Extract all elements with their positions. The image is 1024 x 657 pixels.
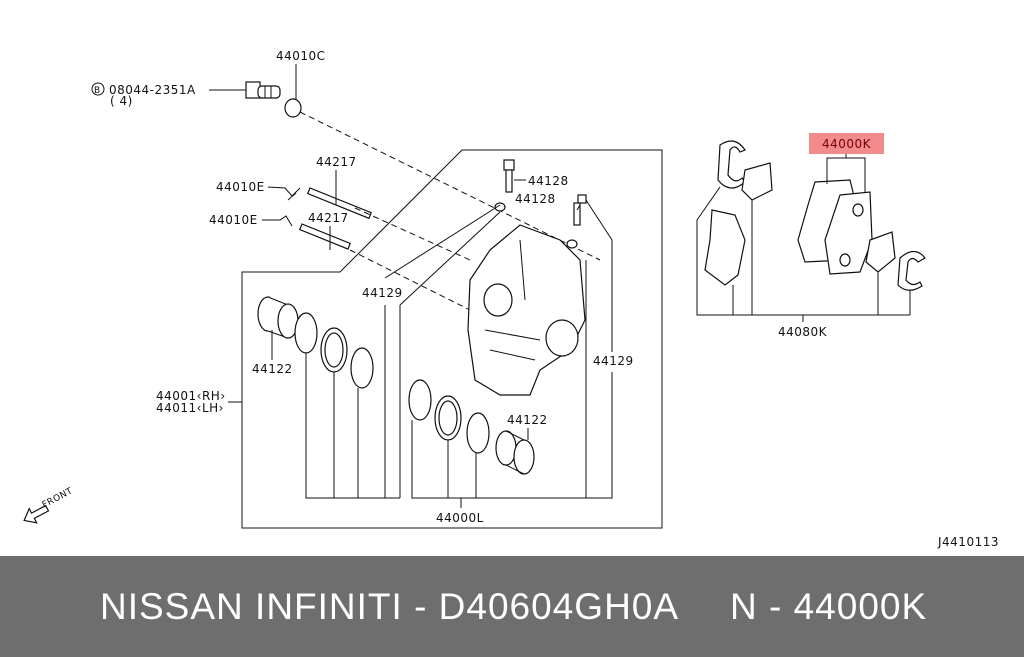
- anti-rattle-spring: [704, 209, 746, 286]
- label-pad-kit[interactable]: 44000K: [822, 137, 872, 151]
- guide-pin-upper: [306, 187, 372, 220]
- label-washer: 44010C: [276, 49, 326, 63]
- label-bleeder-upper: 44128: [528, 174, 569, 188]
- footer-part-number: N - 44000K: [730, 585, 928, 627]
- label-seal-kit: 44000L: [436, 511, 484, 525]
- seal-ring: [294, 312, 318, 354]
- guide-pin-lower: [298, 223, 351, 250]
- bolt-part: [245, 81, 281, 99]
- shim: [865, 231, 896, 273]
- drawing-id: J4410113: [937, 535, 999, 549]
- label-cap-left: 44129: [362, 286, 403, 300]
- caliper-body: [467, 224, 586, 396]
- label-bolt-qty: ( 4): [110, 94, 133, 108]
- piston-left: [257, 296, 299, 339]
- label-piston-right: 44122: [507, 413, 548, 427]
- pad-kit-highlight[interactable]: [809, 133, 884, 154]
- seal-ring: [408, 379, 432, 421]
- label-front: FRONT: [41, 486, 75, 510]
- seal-ring: [350, 347, 374, 389]
- label-clip-upper: 44010E: [216, 180, 265, 194]
- shim: [741, 162, 773, 201]
- piston-right: [495, 430, 535, 475]
- brake-pads: [797, 179, 873, 275]
- label-clip-lower: 44010E: [209, 213, 258, 227]
- footer-title: NISSAN INFINITI - D40604GH0A: [100, 585, 680, 627]
- label-caliper-rh: 44001‹RH›: [156, 389, 226, 403]
- label-caliper-lh: 44011‹LH›: [156, 401, 224, 415]
- label-piston-left: 44122: [252, 362, 293, 376]
- label-cap-right: 44129: [593, 354, 634, 368]
- bolt-badge: B: [94, 86, 101, 96]
- pad-clip: [897, 250, 926, 291]
- label-pin-lower: 44217: [308, 211, 349, 225]
- footer-banner: NISSAN INFINITI - D40604GH0A N - 44000K: [0, 556, 1024, 657]
- label-hardware-kit: 44080K: [778, 325, 828, 339]
- parts-diagram: 44010C B 08044-2351A ( 4) 44217 44217 44…: [23, 49, 999, 549]
- label-bolt: 08044-2351A: [109, 83, 196, 97]
- label-pin-upper: 44217: [316, 155, 357, 169]
- washer-part: [284, 98, 302, 118]
- seal-ring: [466, 412, 490, 454]
- front-arrow-icon: [23, 504, 50, 524]
- pad-clip: [717, 140, 746, 189]
- label-bleeder-lower: 44128: [515, 192, 556, 206]
